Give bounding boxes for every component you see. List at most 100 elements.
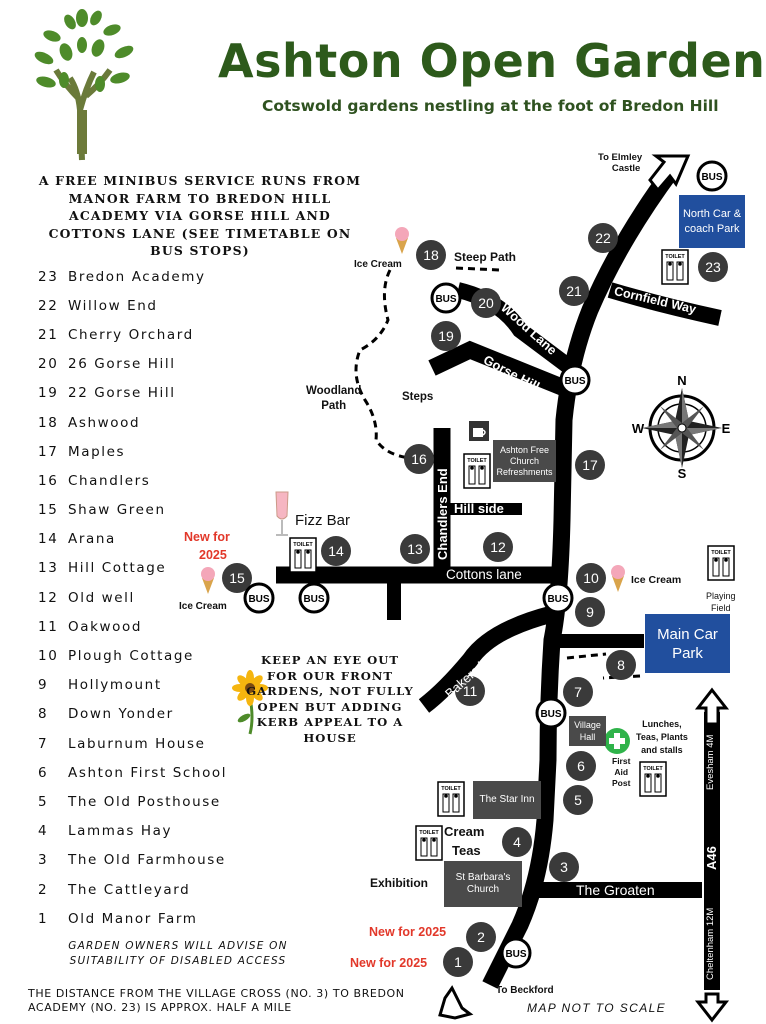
- legend-garden-name: Hill Cottage: [68, 560, 167, 577]
- compass-letter-n: N: [677, 373, 686, 388]
- toilets: TOILETTOILETTOILETTOILETTOILETTOILETTOIL…: [289, 249, 735, 861]
- label-cream-teas-line2: Teas: [452, 843, 481, 858]
- legend-number: 1: [38, 910, 49, 927]
- garden-marker-1[interactable]: 1: [443, 947, 473, 977]
- garden-marker-5[interactable]: 5: [563, 785, 593, 815]
- label-ice-cream-10: Ice Cream: [631, 574, 682, 586]
- garden-marker-17[interactable]: 17: [575, 450, 605, 480]
- toilet-label: TOILET: [467, 458, 487, 464]
- garden-marker-number: 1: [454, 954, 462, 970]
- toilet-label: TOILET: [711, 550, 731, 556]
- legend-row: 22 Willow End: [38, 291, 268, 320]
- legend-number: 9: [38, 677, 49, 694]
- legend-number: 5: [38, 793, 49, 810]
- garden-marker-16[interactable]: 16: [404, 444, 434, 474]
- garden-marker-9[interactable]: 9: [575, 597, 605, 627]
- ice-cream-icon: [201, 567, 215, 594]
- garden-marker-19[interactable]: 19: [431, 321, 461, 351]
- legend-number: 21: [38, 326, 59, 343]
- legend-garden-name: Arana: [68, 531, 116, 548]
- legend-row: 21 Cherry Orchard: [38, 320, 268, 349]
- label-to-elmley-line1: To Elmley: [598, 152, 643, 163]
- label-fizz-bar: Fizz Bar: [295, 512, 351, 529]
- garden-marker-3[interactable]: 3: [549, 852, 579, 882]
- garden-marker-23[interactable]: 23: [698, 252, 728, 282]
- legend-number: 23: [38, 268, 59, 285]
- legend-number: 18: [38, 414, 59, 431]
- bus-stop-icon: BUS: [500, 937, 532, 969]
- legend-number: 16: [38, 472, 59, 489]
- garden-marker-8[interactable]: 8: [606, 650, 636, 680]
- garden-marker-number: 11: [463, 683, 478, 699]
- garden-marker-4[interactable]: 4: [502, 827, 532, 857]
- bus-label: BUS: [701, 172, 722, 183]
- garden-marker-6[interactable]: 6: [566, 751, 596, 781]
- garden-marker-7[interactable]: 7: [563, 677, 593, 707]
- garden-marker-13[interactable]: 13: [400, 534, 430, 564]
- bus-label: BUS: [505, 949, 526, 960]
- garden-marker-number: 19: [438, 328, 454, 344]
- road-label-cottons-lane: Cottons lane: [446, 567, 522, 582]
- garden-marker-number: 12: [490, 539, 506, 555]
- garden-marker-22[interactable]: 22: [588, 223, 618, 253]
- tree-logo-icon: [34, 9, 134, 161]
- legend-garden-name: Shaw Green: [68, 502, 166, 519]
- legend-garden-name: Willow End: [68, 297, 158, 314]
- toilet-label: TOILET: [293, 542, 313, 548]
- garden-marker-15[interactable]: 15: [222, 563, 252, 593]
- legend-number: 22: [38, 297, 59, 314]
- bus-stop-icon: BUS: [696, 160, 728, 192]
- garden-marker-12[interactable]: 12: [483, 532, 513, 562]
- garden-marker-10[interactable]: 10: [576, 563, 606, 593]
- sunflower-icon: [232, 670, 268, 735]
- garden-marker-number: 22: [595, 230, 611, 246]
- legend-garden-name: Down Yonder: [68, 706, 174, 723]
- garden-marker-number: 23: [705, 259, 721, 275]
- garden-marker-number: 6: [577, 758, 585, 774]
- toilet-label: TOILET: [643, 766, 663, 772]
- page-subtitle: Cotswold gardens nestling at the foot of…: [262, 97, 719, 115]
- toilet-icon: TOILET: [639, 761, 667, 797]
- legend-row: 15 Shaw Green: [38, 496, 268, 525]
- front-gardens-note: KEEP AN EYE OUT FOR OUR FRONT GARDENS, N…: [246, 653, 414, 745]
- owners-note: GARDEN OWNERS WILL ADVISE ON SUITABILITY…: [68, 940, 288, 967]
- toilet-label: TOILET: [419, 830, 439, 836]
- bus-label: BUS: [564, 376, 585, 387]
- legend-number: 15: [38, 502, 59, 519]
- garden-marker-number: 8: [617, 657, 625, 673]
- ice-cream-icon: [611, 565, 625, 592]
- star-inn-box: The Star Inn: [473, 781, 541, 819]
- road-label-evesham: Evesham 4M: [705, 734, 716, 790]
- new-for-line1: New for: [184, 530, 230, 544]
- garden-marker-number: 17: [582, 457, 598, 473]
- ice-cream-icon: [395, 227, 409, 254]
- coffee-cup-icon: [469, 421, 489, 441]
- garden-marker-20[interactable]: 20: [471, 288, 501, 318]
- garden-marker-11[interactable]: 11: [455, 676, 485, 706]
- legend-garden-name: Maples: [68, 443, 126, 460]
- garden-marker-2[interactable]: 2: [466, 922, 496, 952]
- champagne-glass-icon: [275, 491, 289, 536]
- label-ice-cream-18: Ice Cream: [354, 259, 402, 270]
- garden-marker-21[interactable]: 21: [559, 276, 589, 306]
- garden-marker-18[interactable]: 18: [416, 240, 446, 270]
- bus-label: BUS: [248, 594, 269, 605]
- compass-letter-e: E: [722, 421, 731, 436]
- legend-garden-name: Oakwood: [68, 618, 143, 635]
- legend-garden-name: Cherry Orchard: [68, 326, 194, 343]
- label-steep-path: Steep Path: [454, 250, 517, 264]
- label-steps: Steps: [402, 391, 434, 403]
- garden-marker-number: 5: [574, 792, 582, 808]
- garden-marker-14[interactable]: 14: [321, 536, 351, 566]
- label-cream-teas-line1: Cream: [444, 824, 485, 839]
